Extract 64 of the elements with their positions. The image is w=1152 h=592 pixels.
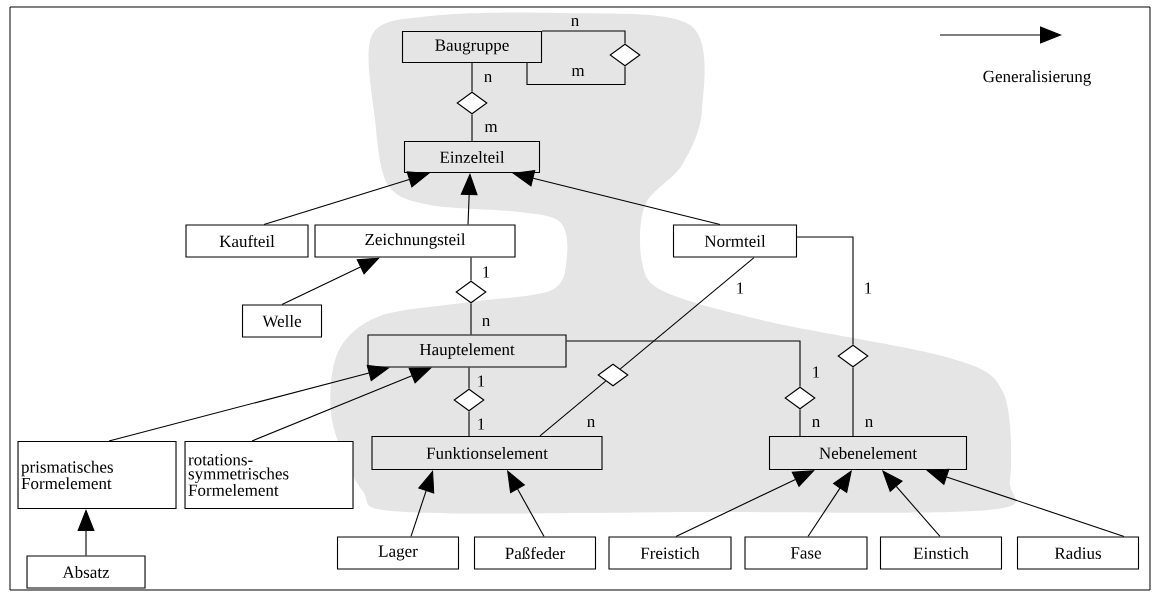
- connector-line: [468, 411, 470, 437]
- cardinality-label: 1: [813, 366, 820, 378]
- entity-box: Funktionselement: [371, 435, 603, 471]
- connector-line: [471, 114, 473, 142]
- arrow: [251, 367, 432, 442]
- entity-box: Radius: [1016, 536, 1140, 570]
- connector-line: [852, 367, 854, 437]
- cardinality-label: n: [812, 419, 820, 427]
- arrow: [263, 171, 430, 225]
- connector-line: [799, 409, 801, 437]
- arrow: [507, 470, 545, 537]
- cardinality-label: n: [484, 74, 492, 82]
- cardinality-label: n: [587, 419, 595, 427]
- relationship-diamond: [453, 388, 485, 412]
- cardinality-label: n: [571, 18, 579, 26]
- entity-box: prismatisches Formelement: [17, 440, 177, 510]
- connector-line: [541, 30, 626, 44]
- entity-box: Freistich: [608, 536, 732, 570]
- entity-box: rotations-symmetrisches Formelement: [184, 440, 354, 510]
- relationship-diamond: [456, 91, 488, 115]
- entity-box: Nebenelement: [768, 435, 968, 471]
- entity-box: Paßfeder: [473, 536, 597, 570]
- arrow: [281, 257, 380, 305]
- connector-line: [566, 340, 801, 387]
- entity-box: Kaufteil: [185, 224, 309, 258]
- relationship-diamond: [597, 363, 629, 387]
- entity-box: Absatz: [26, 555, 146, 589]
- entity-box: Einstich: [879, 536, 1003, 570]
- arrow: [410, 470, 435, 537]
- entity-box: Welle: [241, 304, 323, 338]
- cardinality-label: n: [482, 318, 490, 326]
- relationship-diamond: [837, 344, 869, 368]
- connector-line: [470, 303, 472, 335]
- cardinality-label: m: [571, 68, 585, 76]
- entity-box: Zeichnungsteil: [314, 224, 516, 258]
- arrow: [926, 468, 1125, 537]
- arrow: [675, 470, 815, 537]
- cardinality-label: 1: [865, 282, 872, 294]
- connector-line: [619, 257, 755, 370]
- entity-box: Einzelteil: [403, 140, 541, 174]
- entity-box: Normteil: [672, 224, 798, 258]
- relationship-diamond: [784, 386, 816, 410]
- connector-line: [796, 236, 854, 345]
- arrow: [807, 470, 852, 537]
- cardinality-label: m: [484, 124, 498, 132]
- relationship-diamond: [455, 280, 487, 304]
- cardinality-label: 1: [478, 418, 485, 430]
- entity-box: Fase: [744, 536, 868, 570]
- entity-box: Lager: [336, 536, 460, 570]
- legend-label: Generalisierung: [983, 70, 1091, 86]
- connector-line: [526, 62, 626, 86]
- entity-box: Hauptelement: [367, 334, 567, 368]
- cardinality-label: n: [865, 419, 873, 427]
- connector-line: [471, 62, 473, 92]
- cardinality-label: 1: [478, 375, 485, 387]
- arrow: [108, 364, 390, 442]
- entity-box: Baugruppe: [401, 30, 543, 64]
- cardinality-label: 1: [483, 266, 490, 278]
- relationship-diamond: [609, 43, 641, 67]
- connector-line: [470, 257, 472, 281]
- connector-line: [539, 380, 607, 437]
- cardinality-label: 1: [737, 282, 744, 294]
- arrow: [882, 470, 941, 537]
- connector-line: [468, 367, 470, 389]
